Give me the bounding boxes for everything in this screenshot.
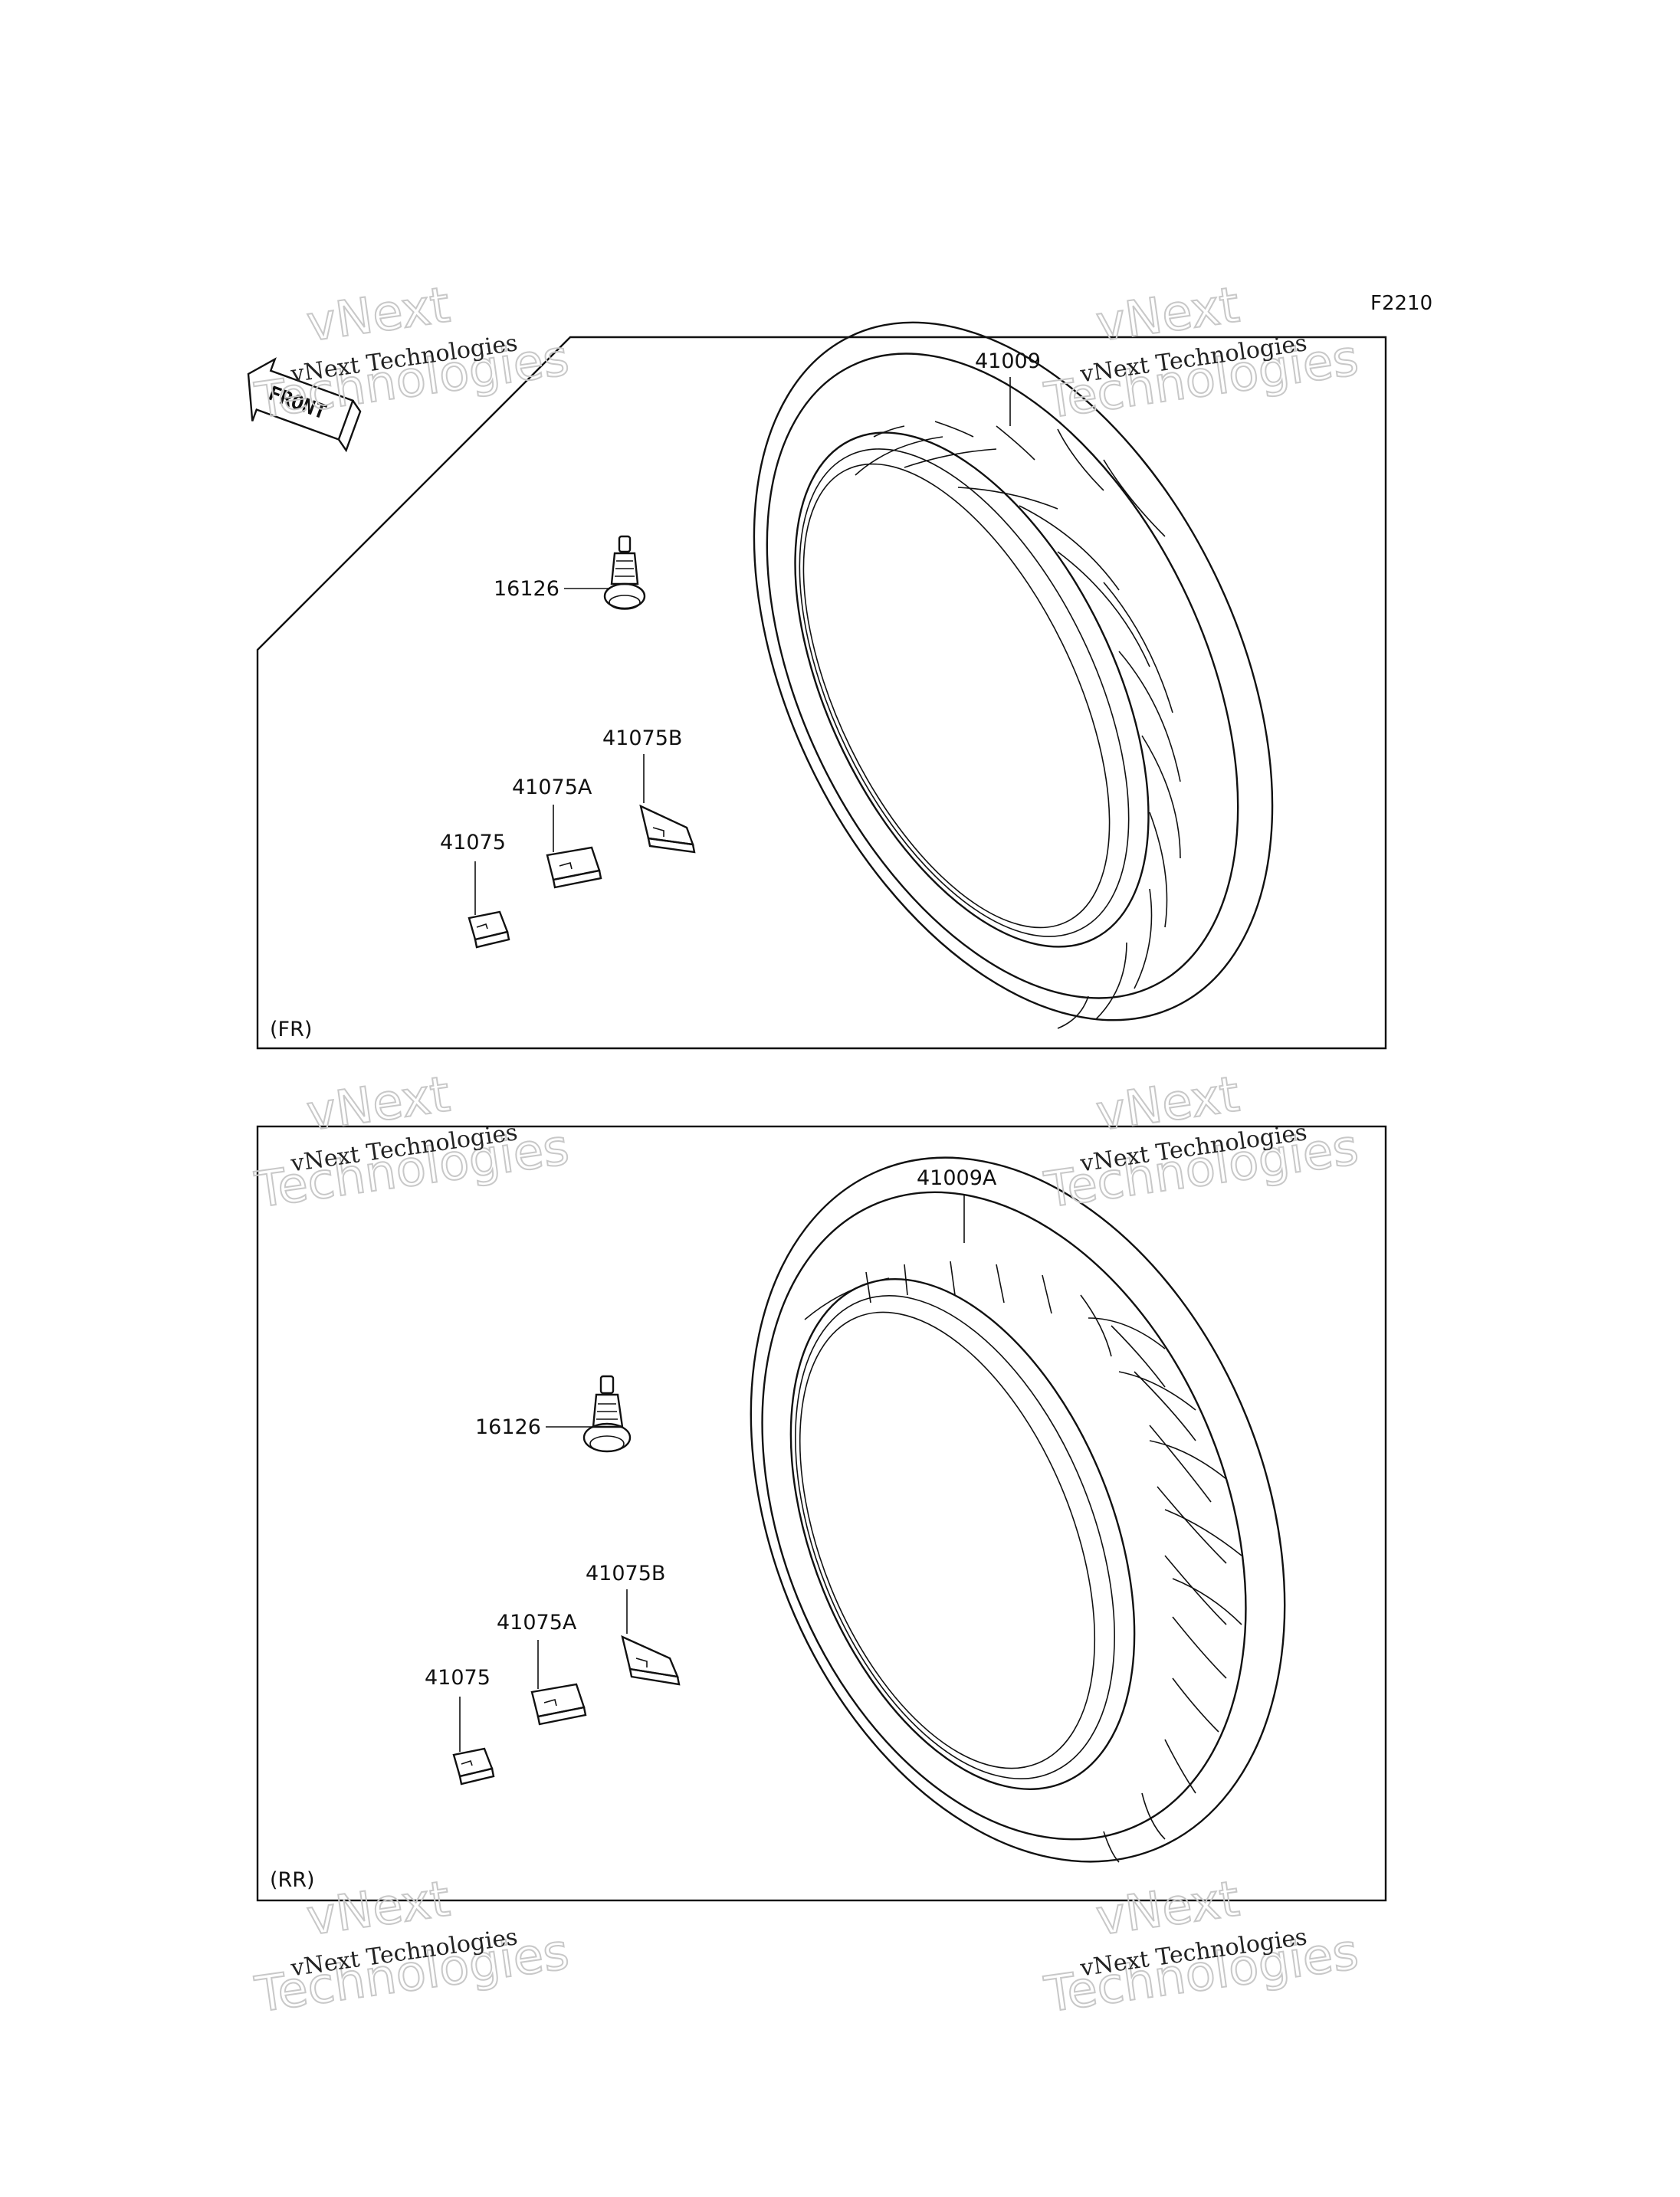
panel-front-label: (FR) bbox=[270, 1018, 312, 1041]
part-label-41075-front: 41075 bbox=[440, 831, 506, 854]
wheel-weight-41075-rear bbox=[452, 1747, 495, 1785]
wheel-weight-41075B-front bbox=[639, 804, 696, 854]
watermark-6: vNext Technologies vNext Technologies bbox=[1040, 1870, 1362, 2025]
valve-stem-rear bbox=[582, 1375, 632, 1453]
tire-rear bbox=[750, 1156, 1286, 1863]
part-label-41009A: 41009A bbox=[917, 1166, 997, 1190]
tread-pattern-front bbox=[855, 421, 1181, 1029]
part-label-41075B-front: 41075B bbox=[602, 726, 682, 750]
watermark-3: vNext Technologies vNext Technologies bbox=[251, 1065, 573, 1220]
part-label-16126-front: 16126 bbox=[494, 577, 559, 601]
part-label-41075A-front: 41075A bbox=[512, 776, 592, 799]
watermark-1: vNext Technologies vNext Technologies bbox=[251, 276, 573, 431]
part-label-41009: 41009 bbox=[975, 349, 1041, 373]
figure-code: F2210 bbox=[1370, 292, 1432, 315]
part-label-41075A-rear: 41075A bbox=[497, 1611, 577, 1635]
tread-pattern-rear bbox=[804, 1261, 1242, 1863]
wheel-weight-41075A-front bbox=[546, 846, 602, 889]
tire-front bbox=[753, 321, 1274, 1029]
part-label-16126-rear: 16126 bbox=[475, 1415, 541, 1439]
panel-front: (FR) FRONT 16126 41075 bbox=[247, 321, 1387, 1050]
wheel-weight-41075B-rear bbox=[621, 1635, 681, 1686]
panel-rear-label: (RR) bbox=[270, 1868, 315, 1892]
wheel-weight-41075-front bbox=[468, 910, 510, 949]
part-label-41075B-rear: 41075B bbox=[586, 1562, 665, 1585]
panel-rear: (RR) 16126 41075 41075A bbox=[256, 1125, 1387, 1902]
panel-rear-frame bbox=[256, 1125, 1387, 1902]
valve-stem-front bbox=[603, 535, 646, 610]
watermark-2: vNext Technologies vNext Technologies bbox=[1040, 276, 1362, 431]
watermarks: vNext Technologies vNext Technologies vN… bbox=[251, 276, 1362, 2025]
panel-front-frame bbox=[256, 336, 1387, 1050]
watermark-4: vNext Technologies vNext Technologies bbox=[1040, 1065, 1362, 1220]
part-label-41075-rear: 41075 bbox=[425, 1666, 491, 1690]
wheel-weight-41075A-rear bbox=[530, 1683, 587, 1726]
